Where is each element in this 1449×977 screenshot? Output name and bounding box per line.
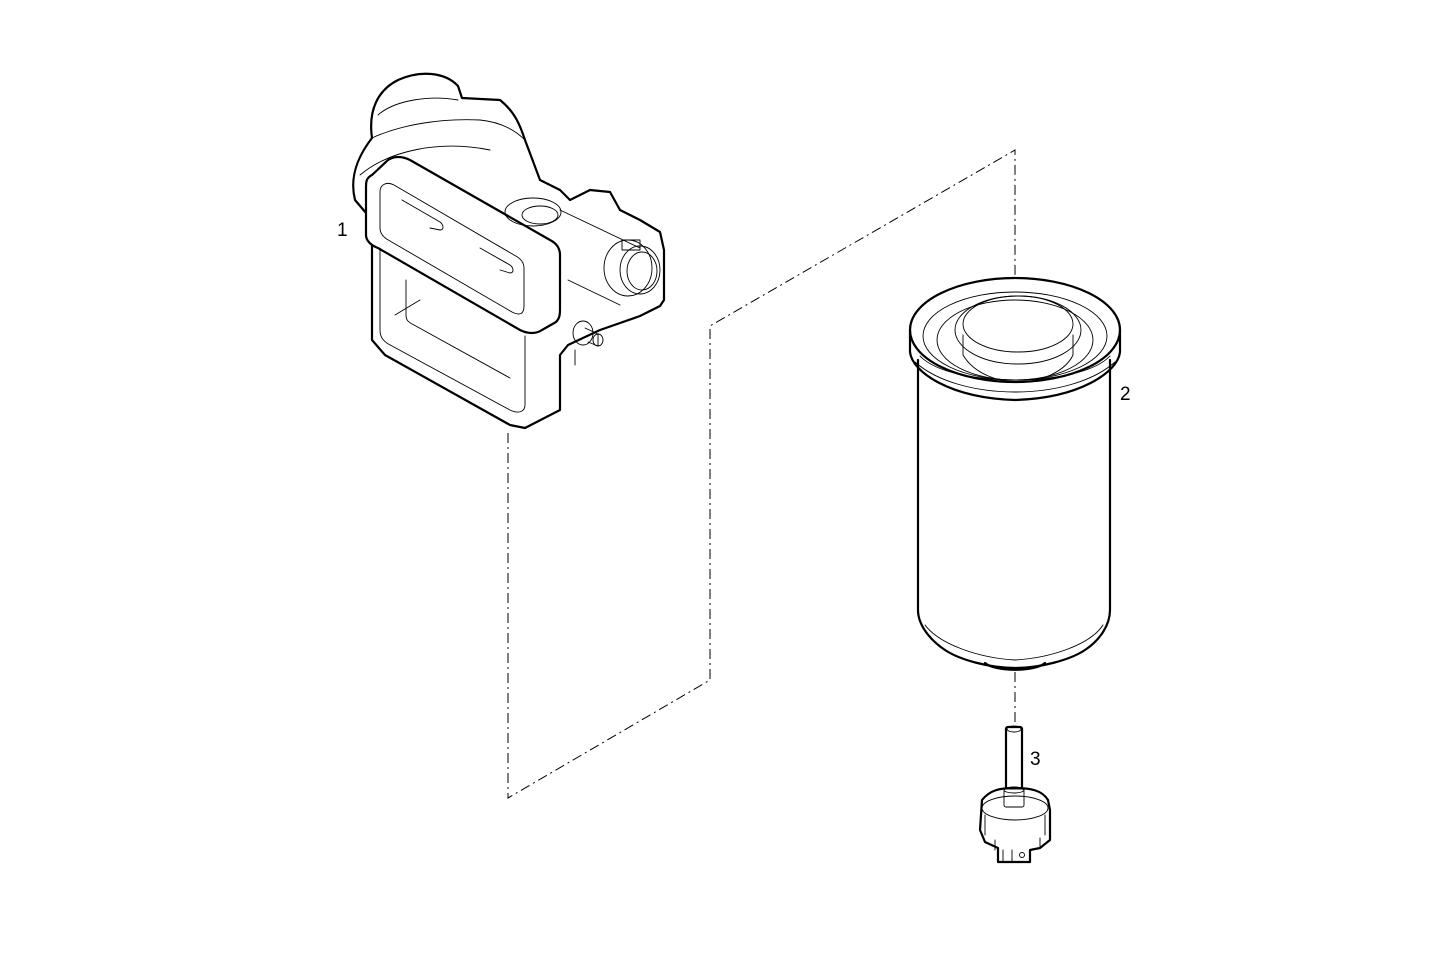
part-2-filter-cartridge[interactable] bbox=[908, 276, 1122, 671]
callout-label-part-3: 3 bbox=[1030, 749, 1041, 770]
assembly-line-housing-down bbox=[507, 149, 1016, 799]
assembly-lines bbox=[507, 149, 1016, 799]
callout-label-part-2: 2 bbox=[1120, 384, 1131, 405]
part-1-filter-head[interactable] bbox=[352, 72, 666, 430]
callout-label-part-1: 1 bbox=[337, 220, 348, 241]
part-3-water-sensor[interactable] bbox=[978, 725, 1052, 864]
